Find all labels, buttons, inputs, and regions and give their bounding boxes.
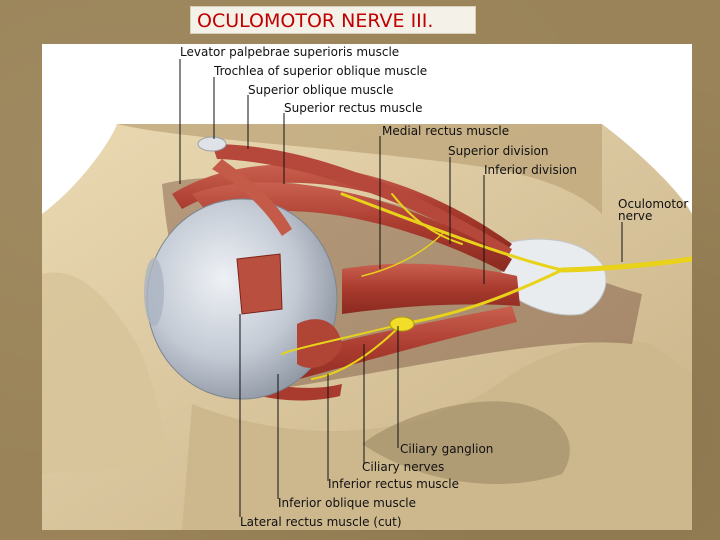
- label-trochlea: Trochlea of superior oblique muscle: [214, 64, 428, 78]
- slide-title: OCULOMOTOR NERVE III.: [190, 6, 476, 34]
- common-tendinous-ring: [501, 238, 607, 316]
- superior-oblique-muscle: [212, 144, 512, 258]
- ciliary-ganglion: [389, 316, 415, 332]
- label-ciliary-ganglion: Ciliary ganglion: [400, 442, 494, 456]
- label-medial-rectus: Medial rectus muscle: [382, 124, 510, 138]
- oculomotor-nerve-paths: [281, 192, 692, 380]
- orbit-roof: [117, 124, 602, 214]
- label-oculomotor-nerve-2: nerve: [618, 209, 653, 223]
- superior-oblique-tendon: [212, 159, 292, 236]
- cornea: [144, 258, 164, 326]
- label-inferior-rectus: Inferior rectus muscle: [328, 477, 459, 491]
- label-superior-rectus: Superior rectus muscle: [284, 101, 423, 115]
- sinus-cavity: [362, 401, 570, 484]
- lateral-rectus-stump: [236, 253, 283, 315]
- label-levator: Levator palpebrae superioris muscle: [180, 45, 400, 59]
- label-oculomotor-nerve-1: Oculomotor: [618, 197, 689, 211]
- label-superior-oblique: Superior oblique muscle: [248, 83, 394, 97]
- leader-lines: [179, 59, 623, 517]
- label-inferior-division: Inferior division: [484, 163, 578, 177]
- orbit-illustration: [42, 59, 692, 530]
- label-superior-division: Superior division: [448, 144, 549, 158]
- maxilla-bone: [42, 272, 172, 474]
- label-lateral-rectus: Lateral rectus muscle (cut): [240, 515, 402, 529]
- medial-rectus-muscle: [342, 263, 520, 314]
- trochlea: [197, 136, 227, 152]
- label-ciliary-nerves: Ciliary nerves: [362, 460, 445, 474]
- label-inferior-oblique: Inferior oblique muscle: [278, 496, 417, 510]
- anatomy-figure: Levator palpebrae superioris muscle Troc…: [42, 44, 692, 530]
